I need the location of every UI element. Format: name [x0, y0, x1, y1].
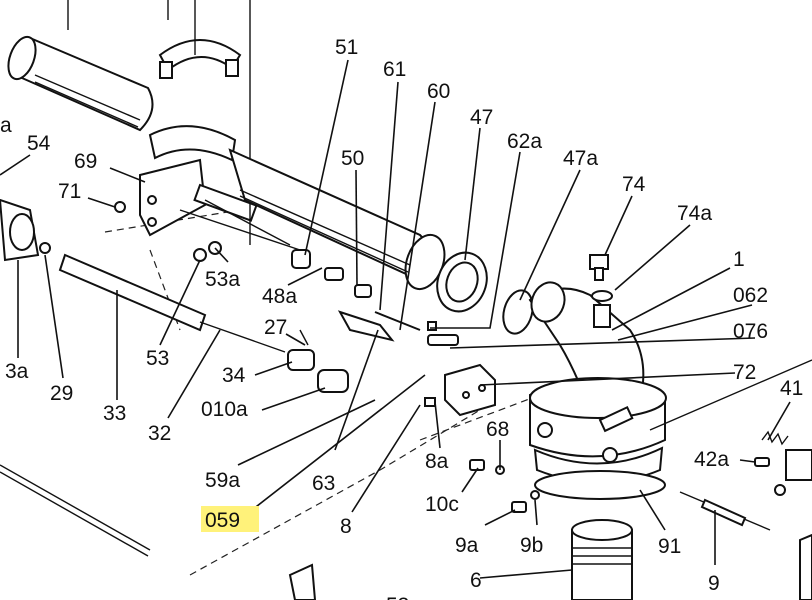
label-63: 63 [312, 472, 335, 495]
label-27: 27 [264, 316, 287, 339]
o-ring-47a [502, 289, 534, 335]
label-10c: 10c [425, 493, 459, 516]
label-9: 9 [708, 572, 720, 595]
highlight-059 [201, 506, 259, 532]
label-72: 72 [733, 361, 756, 384]
ring-clamp-47 [436, 251, 488, 313]
label-29: 29 [50, 382, 73, 405]
label-53: 53 [146, 347, 169, 370]
label-54: 54 [27, 132, 51, 155]
label-47a: 47a [563, 147, 598, 170]
label-6: 6 [470, 569, 482, 592]
label-8: 8 [340, 515, 352, 538]
cylinder-6 [571, 519, 633, 600]
fitting-left [0, 198, 40, 262]
label-33: 33 [103, 402, 126, 425]
label-48a: 48a [262, 285, 297, 308]
label-71: 71 [58, 180, 81, 203]
label-74: 74 [622, 173, 646, 196]
label-a: a [0, 114, 12, 137]
label-3a: 3a [5, 360, 29, 383]
label-34: 34 [222, 364, 246, 387]
label-60: 60 [427, 80, 450, 103]
gasket-91 [534, 470, 666, 500]
label-9b: 9b [520, 534, 543, 557]
label-53a: 53a [205, 268, 240, 291]
label-50: 50 [341, 147, 364, 170]
label-010a: 010a [201, 398, 248, 421]
label-68: 68 [486, 418, 509, 441]
bolt-74 [589, 254, 609, 281]
label-32: 32 [148, 422, 171, 445]
rod-upper [179, 0, 301, 251]
label-42a: 42a [694, 448, 729, 471]
label-076: 076 [733, 320, 768, 343]
washer-74a [591, 290, 613, 302]
label-59a: 59a [205, 469, 240, 492]
tube-upper-left [7, 35, 154, 132]
callout-labels: 51 61 60 47 62a 47a 74 74a 1 062 076 72 … [0, 36, 803, 600]
clamp-upper [67, 0, 242, 79]
spring-41 [761, 430, 812, 481]
label-69: 69 [74, 150, 97, 173]
block-72 [444, 363, 496, 417]
label-059-highlighted: 059 [205, 509, 240, 532]
label-1: 1 [733, 248, 745, 271]
label-53-bottom: 53 [386, 594, 409, 600]
rod-assembly-left [0, 242, 286, 557]
bracket-69 [139, 125, 291, 246]
shaft-9 [679, 491, 771, 531]
label-9a: 9a [455, 534, 479, 557]
label-8a: 8a [425, 450, 449, 473]
label-47: 47 [470, 106, 493, 129]
assembly-guide-lines [104, 209, 541, 576]
label-41: 41 [780, 377, 803, 400]
label-74a: 74a [677, 202, 712, 225]
label-91: 91 [658, 535, 681, 558]
label-61: 61 [383, 58, 406, 81]
leader-lines [0, 59, 791, 579]
label-62a: 62a [507, 130, 542, 153]
label-062: 062 [733, 284, 768, 307]
label-51: 51 [335, 36, 358, 59]
